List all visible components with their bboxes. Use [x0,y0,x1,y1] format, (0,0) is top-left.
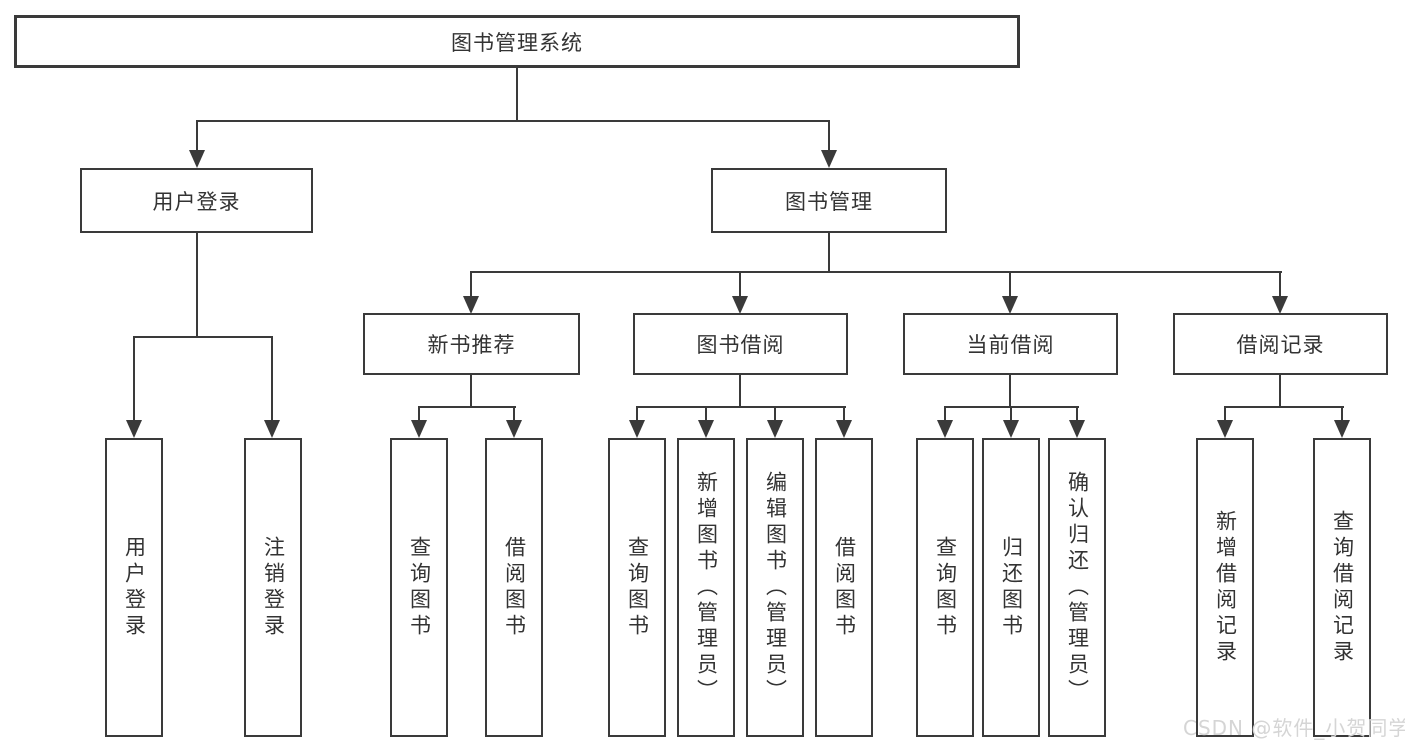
leaf-borrow-books-recommend: 借阅图书 [485,438,543,737]
node-new-book-recommend: 新书推荐 [363,313,580,375]
connector-level1-rail [196,120,830,122]
connector-leaf [1224,406,1226,421]
leaf-query-borrow-record: 查询借阅记录 [1313,438,1371,737]
connector-leaf [944,406,946,421]
node-book-borrow: 图书借阅 [633,313,848,375]
connector-leaf [1076,406,1078,421]
arrow-down-icon [937,420,953,438]
connector-level2-rail [470,271,1282,273]
node-current-borrow: 当前借阅 [903,313,1118,375]
arrow-down-icon [1334,420,1350,438]
watermark: CSDN @软件_小贺同学 [1183,716,1405,740]
connector-book-borrow-rail [636,406,846,408]
node-library-management-system: 图书管理系统 [14,15,1020,68]
connector-to-book-management [828,120,830,151]
connector-leaf [705,406,707,421]
arrow-down-icon [767,420,783,438]
leaf-add-book-admin: 新增图书（管理员） [677,438,735,737]
arrow-down-icon [1272,296,1288,314]
arrow-down-icon [1003,420,1019,438]
connector-leaf [513,406,515,421]
connector-new-book-trunk [470,375,472,406]
leaf-query-books-recommend: 查询图书 [390,438,448,737]
connector-to-new-book-recommend [470,271,472,297]
arrow-down-icon [126,420,142,438]
connector-to-book-borrow [739,271,741,297]
connector-to-borrow-records [1279,271,1281,297]
connector-borrow-records-rail [1224,406,1344,408]
connector-root-trunk [516,68,518,120]
node-book-management: 图书管理 [711,168,947,233]
arrow-down-icon [732,296,748,314]
arrow-down-icon [1069,420,1085,438]
connector-leaf [774,406,776,421]
leaf-query-books-current: 查询图书 [916,438,974,737]
connector-user-login-rail [133,336,273,338]
leaf-borrow-books: 借阅图书 [815,438,873,737]
arrow-down-icon [506,420,522,438]
arrow-down-icon [629,420,645,438]
leaf-query-books-borrow: 查询图书 [608,438,666,737]
connector-leaf [843,406,845,421]
connector-to-leaf-logout [271,336,273,421]
connector-leaf [1010,406,1012,421]
leaf-confirm-return-admin: 确认归还（管理员） [1048,438,1106,737]
connector-book-borrow-trunk [739,375,741,406]
arrow-down-icon [836,420,852,438]
connector-book-management-trunk [828,233,830,271]
arrow-down-icon [1002,296,1018,314]
arrow-down-icon [189,150,205,168]
connector-to-leaf-user-login [133,336,135,421]
arrow-down-icon [1217,420,1233,438]
arrow-down-icon [463,296,479,314]
arrow-down-icon [698,420,714,438]
leaf-add-borrow-record: 新增借阅记录 [1196,438,1254,737]
arrow-down-icon [821,150,837,168]
connector-leaf [1341,406,1343,421]
connector-current-borrow-trunk [1009,375,1011,406]
connector-to-user-login [196,120,198,151]
leaf-edit-book-admin: 编辑图书（管理员） [746,438,804,737]
arrow-down-icon [264,420,280,438]
leaf-return-book: 归还图书 [982,438,1040,737]
connector-leaf [418,406,420,421]
connector-borrow-records-trunk [1279,375,1281,406]
node-user-login: 用户登录 [80,168,313,233]
connector-user-login-trunk [196,233,198,336]
connector-leaf [636,406,638,421]
leaf-logout: 注销登录 [244,438,302,737]
arrow-down-icon [411,420,427,438]
leaf-user-login: 用户登录 [105,438,163,737]
connector-new-book-rail [418,406,516,408]
node-borrow-records: 借阅记录 [1173,313,1388,375]
connector-to-current-borrow [1009,271,1011,297]
